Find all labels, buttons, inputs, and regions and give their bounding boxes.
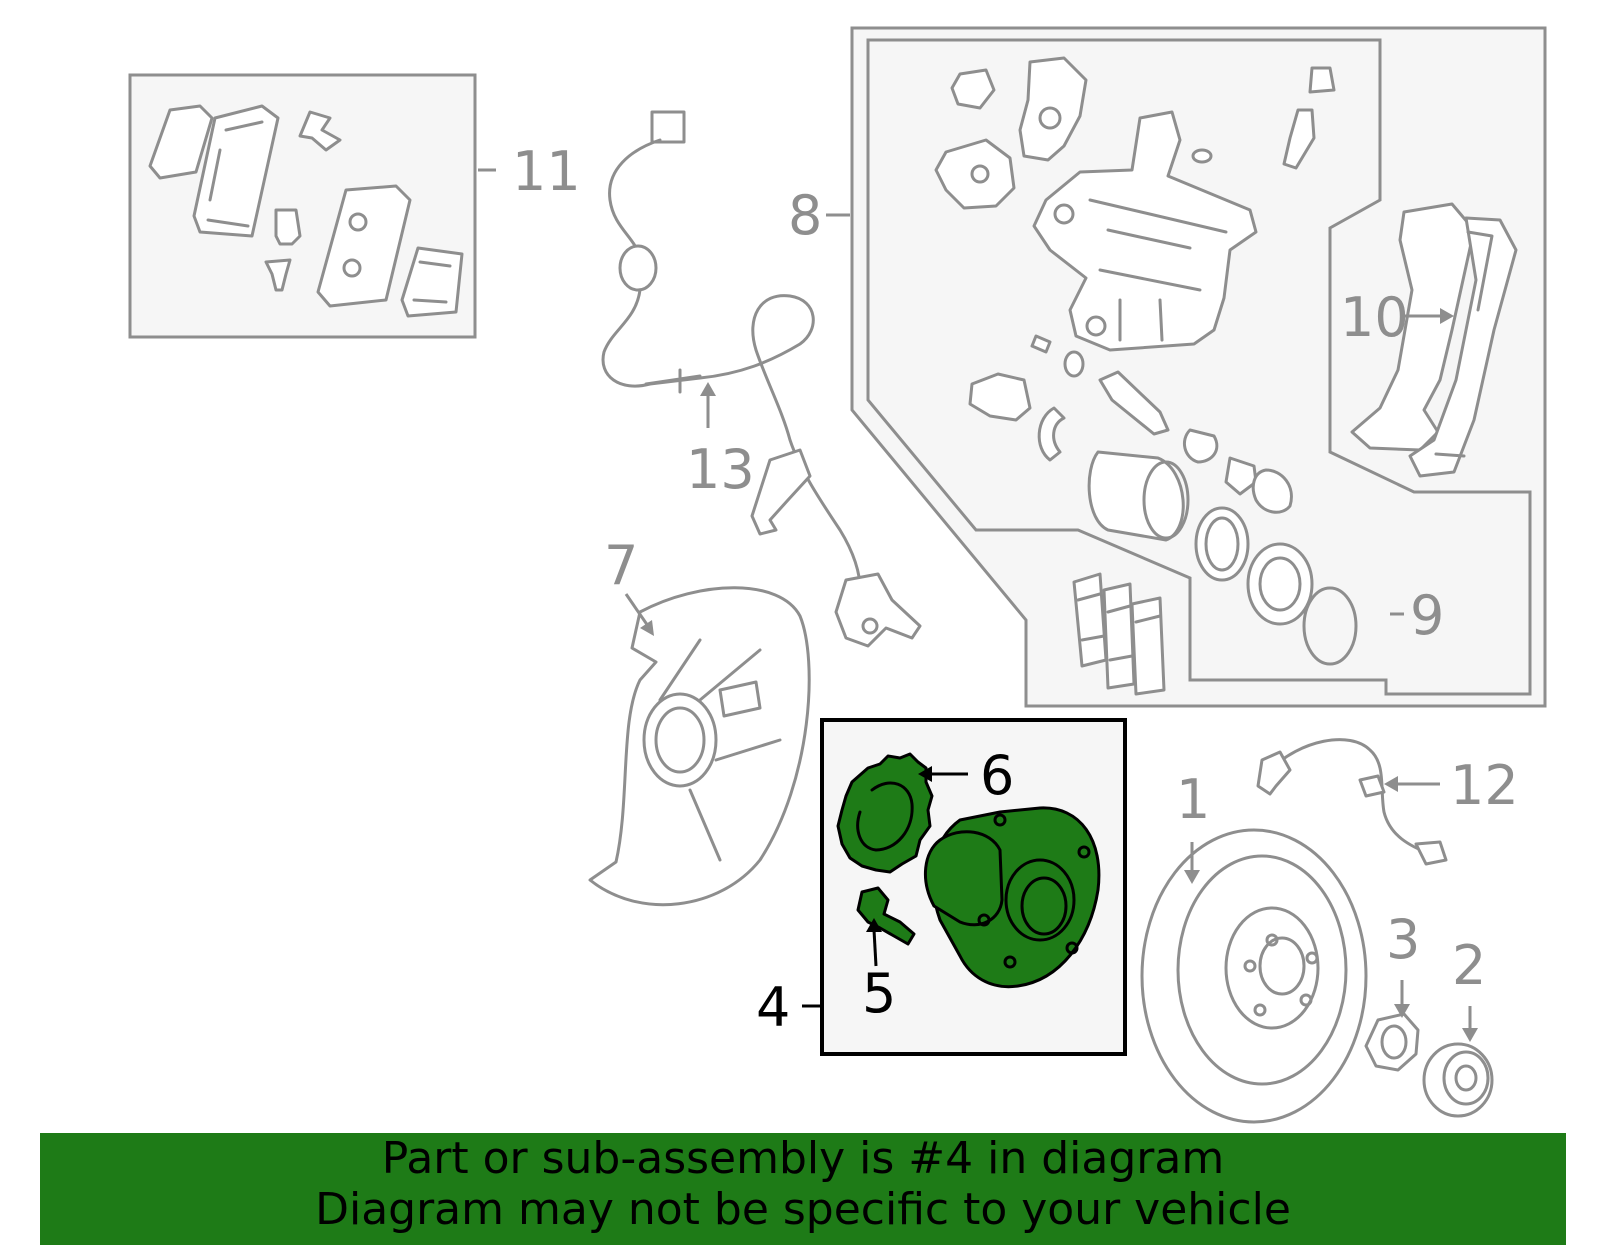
banner-line-2: Diagram may not be specific to your vehi… <box>315 1184 1291 1235</box>
callout-6: 6 <box>980 744 1014 807</box>
caliper-assembly-box <box>850 26 1547 708</box>
hub-assembly-box <box>820 718 1127 1056</box>
callout-11: 11 <box>512 140 581 203</box>
callout-12: 12 <box>1450 754 1519 817</box>
hub-cap <box>1422 1042 1494 1118</box>
brake-hose <box>1256 738 1448 866</box>
dust-shield <box>588 586 811 907</box>
hub-nut <box>1364 1012 1420 1072</box>
callout-5: 5 <box>862 962 896 1025</box>
callout-2: 2 <box>1452 934 1486 997</box>
exploded-parts-diagram: 11 13 <box>128 26 1547 1124</box>
callout-1: 1 <box>1176 768 1210 831</box>
brake-pad-kit-box <box>128 73 477 339</box>
callout-10: 10 <box>1340 286 1409 349</box>
callout-3: 3 <box>1386 908 1420 971</box>
callout-13: 13 <box>686 438 755 501</box>
info-banner: Part or sub-assembly is #4 in diagram Di… <box>40 1133 1566 1245</box>
brake-rotor <box>1140 828 1368 1124</box>
banner-line-1: Part or sub-assembly is #4 in diagram <box>381 1133 1225 1184</box>
callout-4: 4 <box>756 976 790 1039</box>
abs-sensor-harness <box>601 110 922 648</box>
callout-8: 8 <box>788 184 822 247</box>
callout-9: 9 <box>1410 584 1444 647</box>
callout-7: 7 <box>604 534 638 597</box>
